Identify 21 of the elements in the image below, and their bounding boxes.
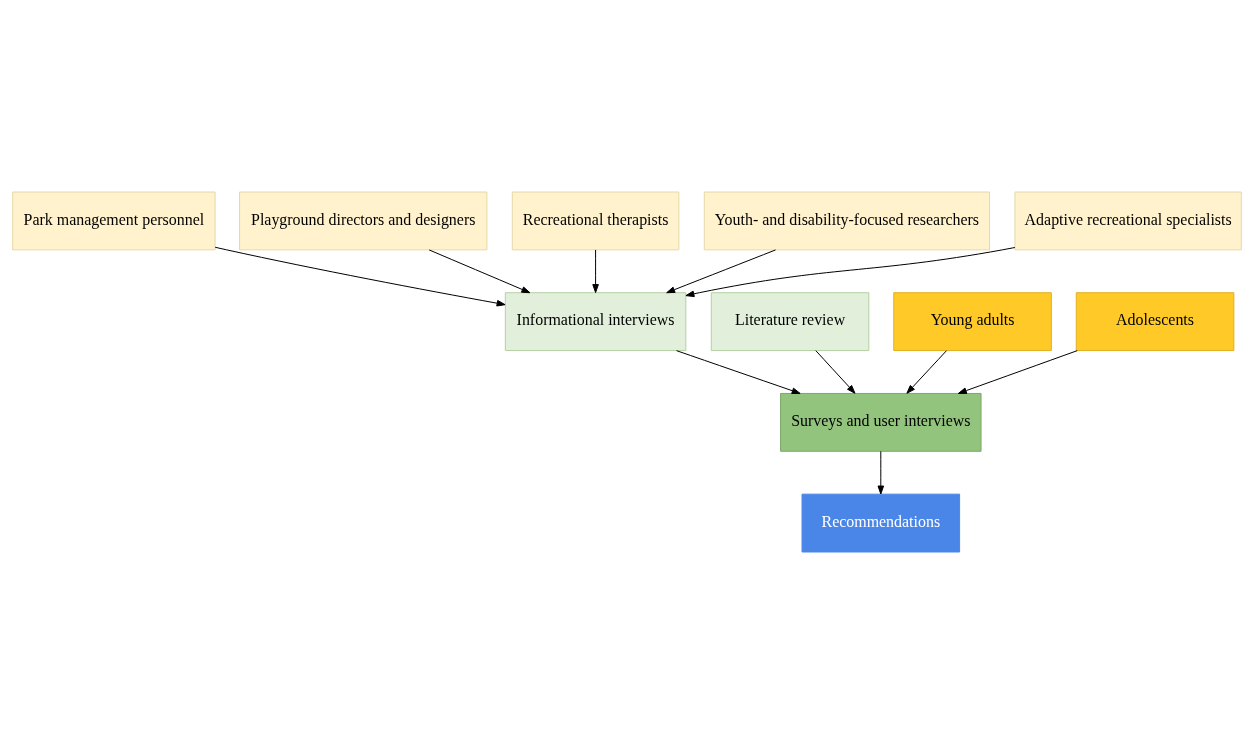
node-box: Literature review bbox=[710, 292, 870, 352]
node-box: Park management personnel bbox=[12, 191, 216, 251]
node-box: Playground directors and designers bbox=[239, 191, 488, 251]
node-box: Recreational therapists bbox=[511, 191, 680, 251]
arrow bbox=[214, 246, 506, 307]
node-box: Youth- and disability-focused researchers bbox=[703, 191, 990, 251]
node-box: Recommendations bbox=[801, 493, 961, 553]
arrow bbox=[815, 350, 856, 394]
arrow bbox=[428, 249, 531, 294]
arrow bbox=[676, 350, 801, 394]
arrow bbox=[957, 350, 1078, 394]
node-box: Informational interviews bbox=[504, 292, 687, 352]
arrow bbox=[592, 249, 599, 294]
arrow bbox=[685, 247, 1016, 298]
arrow bbox=[877, 450, 885, 495]
node-box: Surveys and user interviews bbox=[780, 392, 982, 452]
node-box: Adolescents bbox=[1075, 292, 1235, 352]
node-box: Adaptive recreational specialists bbox=[1014, 191, 1242, 251]
node-box: Young adults bbox=[893, 292, 1052, 352]
arrow bbox=[906, 350, 947, 394]
arrow bbox=[666, 249, 777, 294]
